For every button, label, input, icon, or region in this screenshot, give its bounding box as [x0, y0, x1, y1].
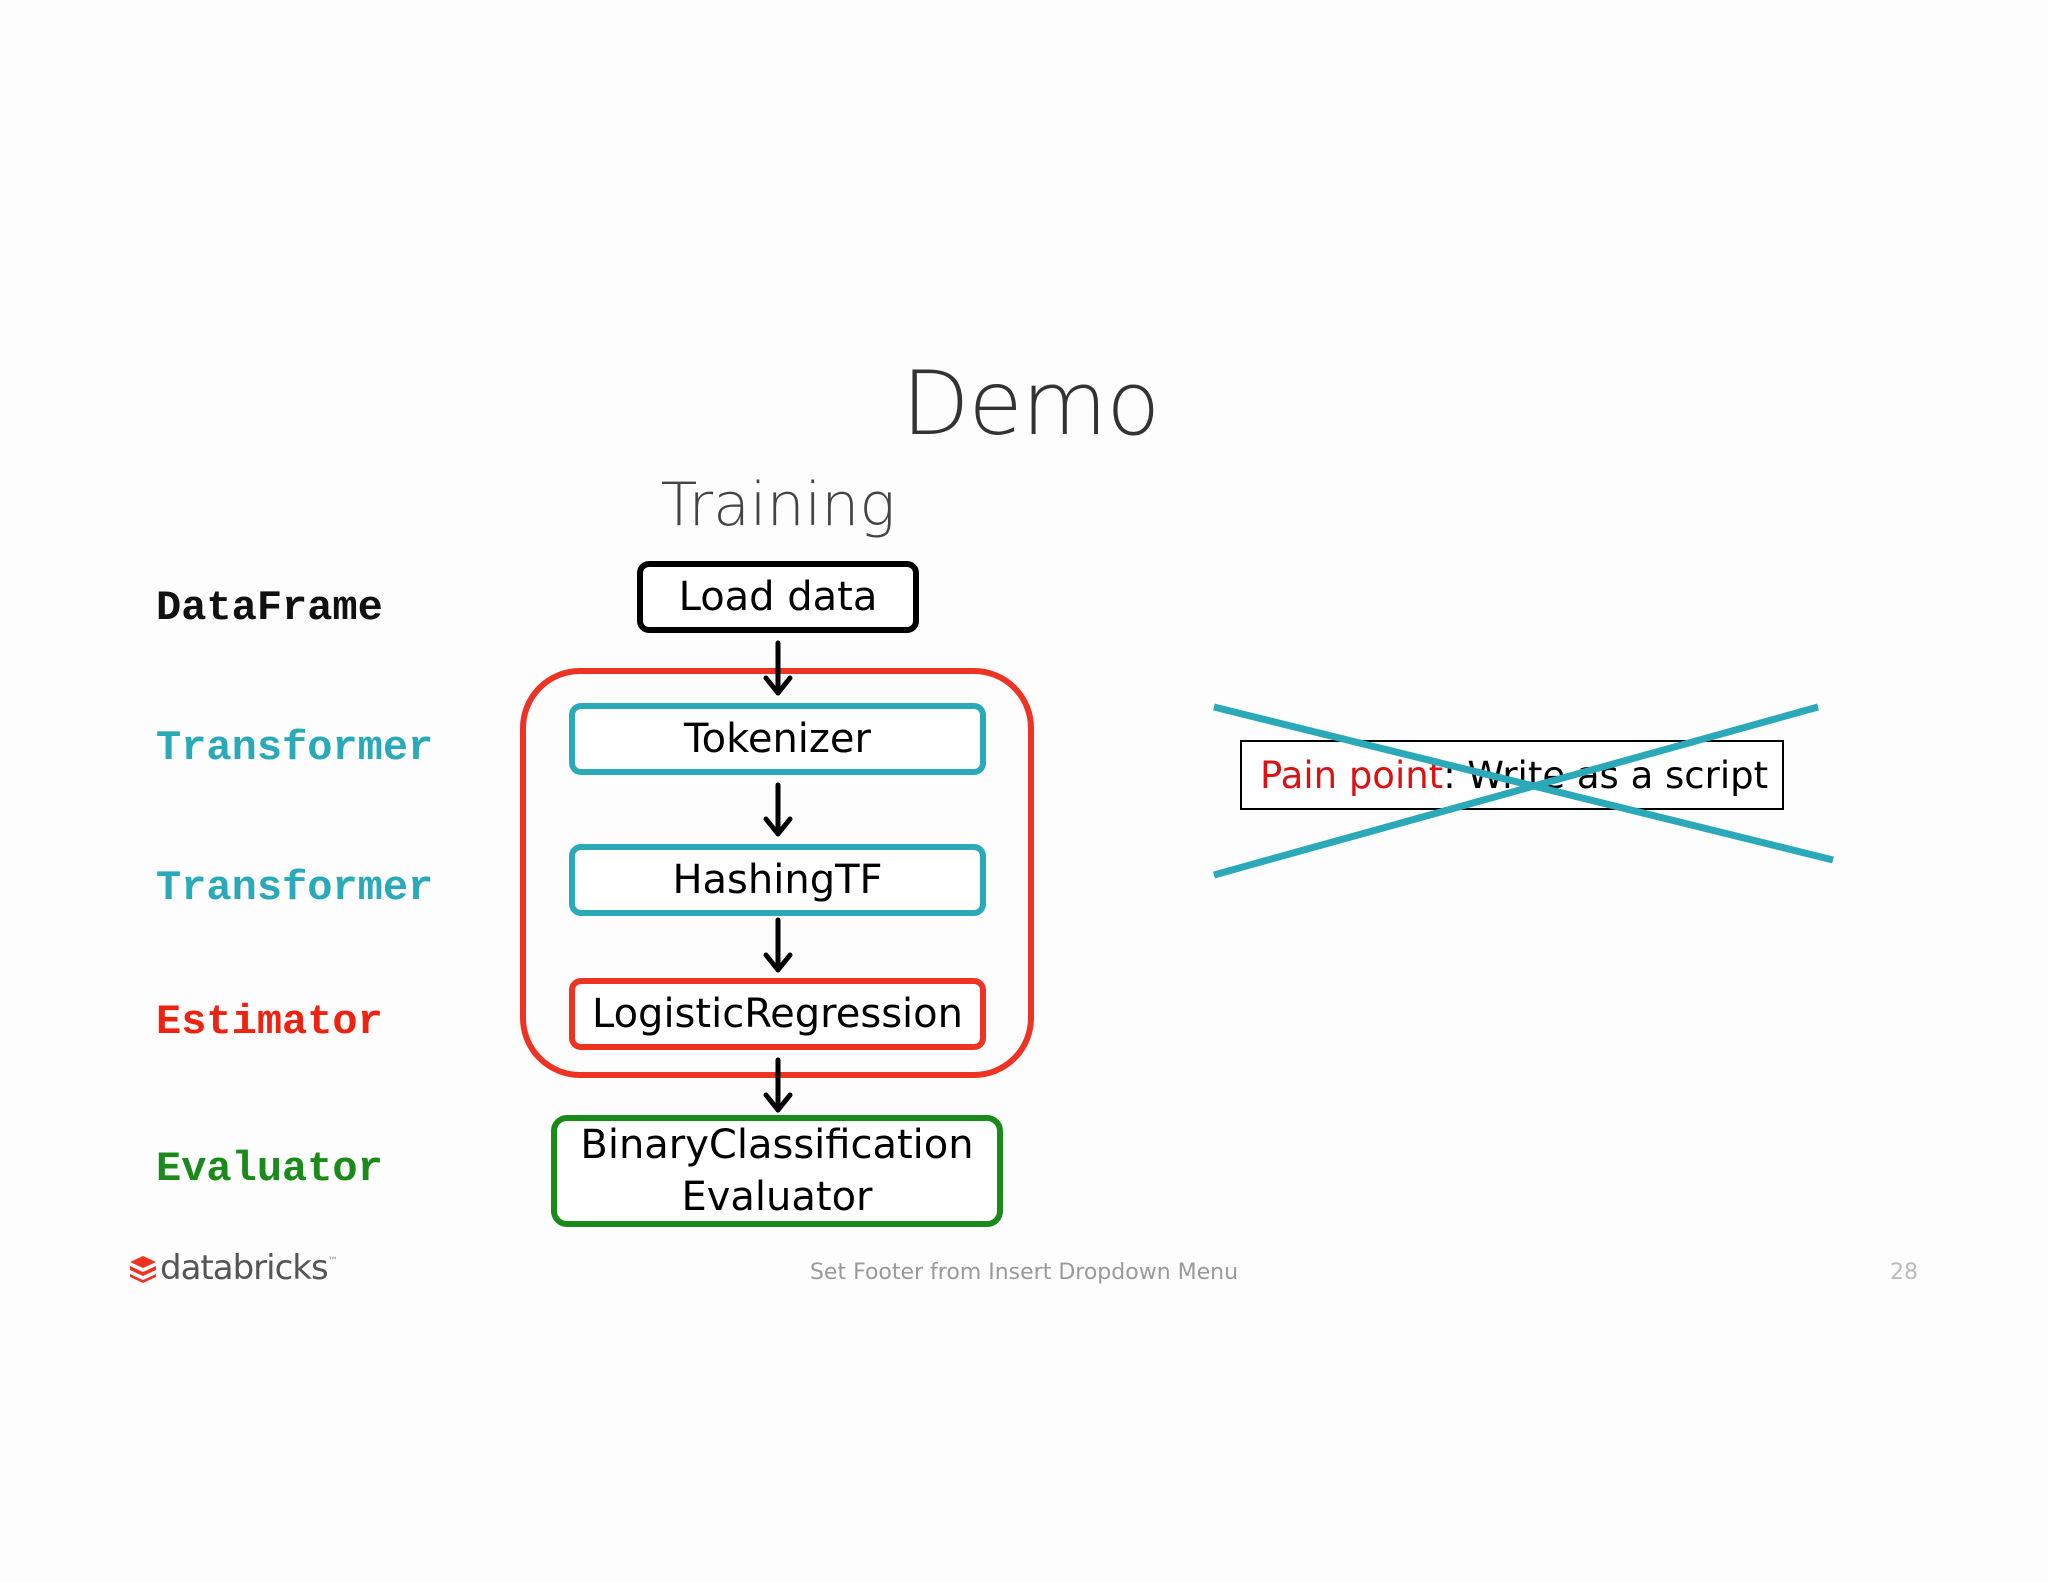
databricks-logo-mark: ™ [327, 1256, 338, 1267]
slide-title: Demo [901, 352, 1160, 455]
arrow-hashing-to-logreg [763, 917, 793, 973]
role-label-dataframe: DataFrame [156, 584, 383, 632]
step-load-data-label: Load data [678, 574, 878, 620]
role-label-transformer-1: Transformer [156, 724, 434, 772]
step-evaluator-label-line2: Evaluator [681, 1174, 873, 1220]
cross-line-1 [1213, 703, 1834, 864]
section-subtitle: Training [660, 470, 896, 540]
step-logistic-regression: LogisticRegression [569, 978, 986, 1050]
step-hashingtf-label: HashingTF [672, 857, 883, 903]
pain-point-label: Pain point [1260, 753, 1444, 797]
step-evaluator-label-line1: BinaryClassification [580, 1122, 974, 1168]
page-number: 28 [1890, 1260, 1918, 1285]
role-label-transformer-2: Transformer [156, 864, 434, 912]
role-label-estimator: Estimator [156, 998, 383, 1046]
step-evaluator: BinaryClassification Evaluator [551, 1115, 1003, 1227]
step-load-data: Load data [637, 561, 919, 633]
databricks-stack-icon [130, 1256, 156, 1283]
arrow-logreg-to-evaluator [763, 1057, 793, 1113]
step-tokenizer: Tokenizer [569, 703, 986, 775]
arrow-tokenizer-to-hashing [763, 782, 793, 837]
step-logistic-regression-label: LogisticRegression [592, 991, 963, 1037]
step-tokenizer-label: Tokenizer [684, 716, 871, 762]
footer-text: Set Footer from Insert Dropdown Menu [809, 1260, 1239, 1285]
arrow-load-to-tokenizer [763, 640, 793, 696]
pain-point-box: Pain point: Write as a script [1240, 740, 1784, 810]
role-label-evaluator: Evaluator [156, 1145, 383, 1193]
databricks-logo-text: databricks [160, 1248, 329, 1288]
cross-line-2 [1213, 703, 1819, 879]
step-hashingtf: HashingTF [569, 844, 986, 916]
